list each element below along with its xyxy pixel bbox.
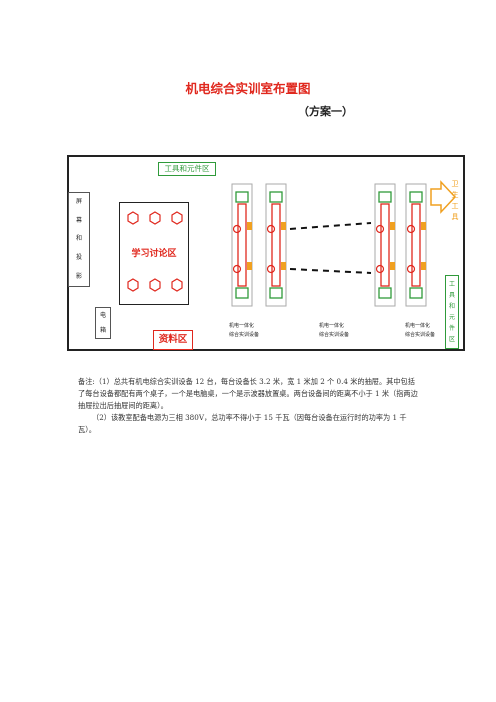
- note-2: （2）该教室配备电源为三相 380V，总功率不得小于 15 千瓦（因每台设备在运…: [78, 413, 407, 434]
- tools-char: 工: [448, 280, 455, 288]
- power-char: 箱: [99, 326, 106, 334]
- tools-zone-right: 工 具 和 元 件 区: [445, 275, 459, 349]
- screen-char: 屏: [75, 198, 82, 206]
- screen-char: 幕: [75, 216, 82, 224]
- discussion-zone: 学习讨论区: [119, 202, 189, 305]
- discussion-tables: [127, 211, 183, 292]
- tools-char: 具: [448, 291, 455, 299]
- continuation-line: [289, 268, 372, 274]
- equipment-unit: [231, 183, 253, 307]
- equipment-caption-mid: 机电一体化 综合实训设备: [319, 322, 369, 340]
- hex-table: [171, 278, 183, 292]
- exit-arrow-icon: [430, 180, 457, 214]
- hex-table: [149, 211, 161, 225]
- equipment-unit: [265, 183, 287, 307]
- power-char: 电: [99, 311, 106, 319]
- caption-line: 综合实训设备: [405, 332, 436, 338]
- tools-char: 区: [448, 335, 455, 343]
- screen-char: 影: [75, 272, 82, 280]
- caption-line: 机电一体化: [405, 323, 431, 329]
- caption-line: 综合实训设备: [229, 332, 260, 338]
- hex-table: [127, 278, 139, 292]
- note-1: 备注:（1）总共有机电综合实训设备 12 台，每台设备长 3.2 米，宽 1 米…: [78, 377, 418, 410]
- tools-zone-top: 工具和元件区: [158, 162, 216, 176]
- equipment-unit: [405, 183, 427, 307]
- caption-line: 综合实训设备: [319, 332, 350, 338]
- notes: 备注:（1）总共有机电综合实训设备 12 台，每台设备长 3.2 米，宽 1 米…: [78, 376, 418, 436]
- tools-char: 元: [448, 313, 455, 321]
- equipment-caption-right: 机电一体化 综合实训设备: [405, 322, 455, 340]
- screen-char: 投: [75, 254, 82, 262]
- tools-char: 件: [448, 324, 455, 332]
- screen-zone: 屏 幕 和 投 影: [68, 192, 90, 287]
- screen-char: 和: [75, 235, 82, 243]
- hex-table: [171, 211, 183, 225]
- equipment-unit: [374, 183, 396, 307]
- page-subtitle: （方案一）: [298, 105, 353, 118]
- hex-table: [127, 211, 139, 225]
- caption-line: 机电一体化: [229, 323, 255, 329]
- sanitation-tools-label: 卫 生 工 具: [449, 179, 461, 223]
- power-box: 电 箱: [95, 307, 111, 339]
- floor-plan: 工具和元件区 屏 幕 和 投 影 学习讨论区 电 箱 资料区: [67, 155, 465, 351]
- sanitation-char: 生: [451, 191, 459, 199]
- tools-char: 和: [448, 302, 455, 310]
- sanitation-char: 工: [451, 202, 459, 210]
- continuation-line: [289, 222, 372, 230]
- discussion-zone-label: 学习讨论区: [131, 249, 177, 259]
- page-title: 机电综合实训室布置图: [185, 81, 311, 96]
- equipment-caption-left: 机电一体化 综合实训设备: [229, 322, 279, 340]
- caption-line: 机电一体化: [319, 323, 345, 329]
- equipment-layout: [231, 180, 457, 307]
- hex-table: [149, 278, 161, 292]
- materials-zone: 资料区: [153, 330, 193, 350]
- sanitation-char: 具: [451, 213, 459, 221]
- sanitation-char: 卫: [451, 180, 459, 188]
